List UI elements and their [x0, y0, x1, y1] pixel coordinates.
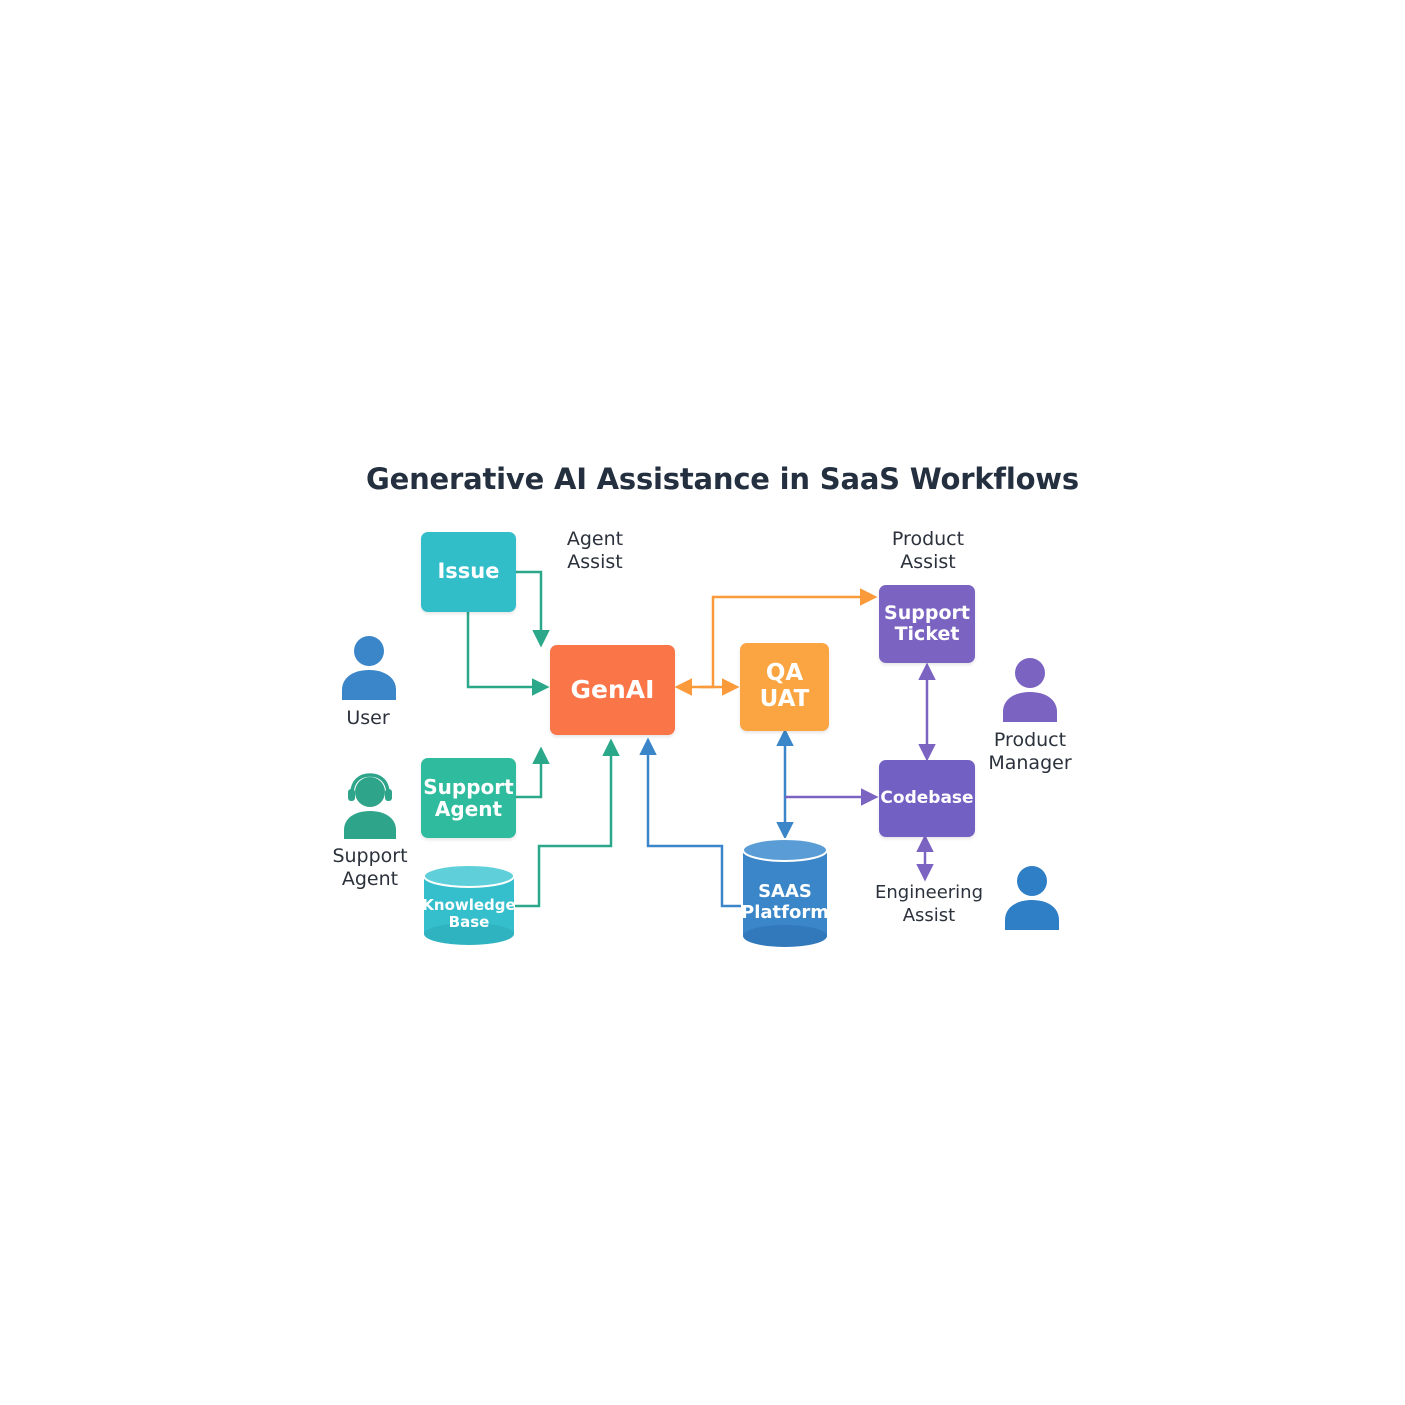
knowledge-base-label: Knowledge Base	[418, 896, 520, 932]
user-label: User	[318, 707, 418, 730]
saas-platform-label-1: SAAS	[758, 881, 812, 902]
diagram-title: Generative AI Assistance in SaaS Workflo…	[366, 462, 1079, 496]
support-agent-node-label-2: Agent	[434, 797, 503, 821]
genai-node-label: GenAI	[570, 675, 655, 704]
saas-platform-label-2: Platform	[741, 901, 829, 923]
saas-platform-label: SAAS Platform	[740, 881, 830, 923]
qa-uat-node-label-1: QA	[765, 660, 804, 687]
qa-uat-node: QA UAT	[740, 643, 829, 731]
edge-saas-platform-to-genai	[639, 737, 741, 908]
knowledge-base-cylinder	[423, 864, 515, 945]
codebase-node-label: Codebase	[880, 787, 974, 808]
knowledge-base-label-1: Knowledge	[422, 896, 516, 914]
product-assist-label-2: Assist	[900, 551, 956, 573]
edge-issue-bottom-to-genai	[466, 612, 550, 696]
issue-node: Issue	[421, 532, 516, 612]
edge-knowledge-base-to-genai	[515, 738, 620, 908]
product-manager-label: Product Manager	[975, 729, 1085, 775]
agent-assist-label-2: Assist	[567, 551, 623, 573]
product-assist-label: Product Assist	[873, 528, 983, 574]
user-label-text: User	[346, 707, 390, 729]
product-manager-label-1: Product	[993, 729, 1067, 751]
support-agent-person-label-1: Support	[332, 845, 408, 867]
support-agent-node-label-1: Support	[423, 774, 514, 799]
knowledge-base-label-2: Base	[448, 913, 490, 932]
product-assist-label-1: Product	[891, 528, 965, 550]
saas-platform-cylinder	[742, 838, 828, 947]
support-agent-node: Support Agent	[421, 758, 516, 838]
qa-uat-node-label-2: UAT	[759, 686, 810, 712]
agent-assist-label: Agent Assist	[545, 528, 645, 574]
edge-issue-right-to-genai	[516, 570, 550, 648]
engineering-assist-label-2: Assist	[902, 905, 956, 926]
edge-genai-to-support-ticket	[700, 588, 878, 689]
engineering-assist-label-1: Engineering	[875, 882, 983, 903]
headset-person-icon	[344, 773, 396, 839]
product-manager-icon	[1003, 658, 1057, 722]
issue-node-label: Issue	[437, 559, 500, 584]
user-icon	[342, 636, 396, 700]
engineer-icon	[1005, 866, 1059, 930]
product-manager-label-2: Manager	[988, 752, 1072, 774]
support-ticket-node: Support Ticket	[879, 585, 975, 663]
support-ticket-node-label-2: Ticket	[894, 623, 960, 645]
engineering-assist-label: Engineering Assist	[864, 881, 994, 927]
genai-node: GenAI	[550, 645, 675, 735]
agent-assist-label-1: Agent	[566, 528, 624, 550]
support-agent-person-label-2: Agent	[341, 868, 399, 890]
codebase-node: Codebase	[879, 760, 975, 837]
edge-support-agent-to-genai	[516, 746, 550, 799]
support-ticket-node-label-1: Support	[884, 601, 970, 624]
support-agent-person-label: Support Agent	[315, 845, 425, 891]
